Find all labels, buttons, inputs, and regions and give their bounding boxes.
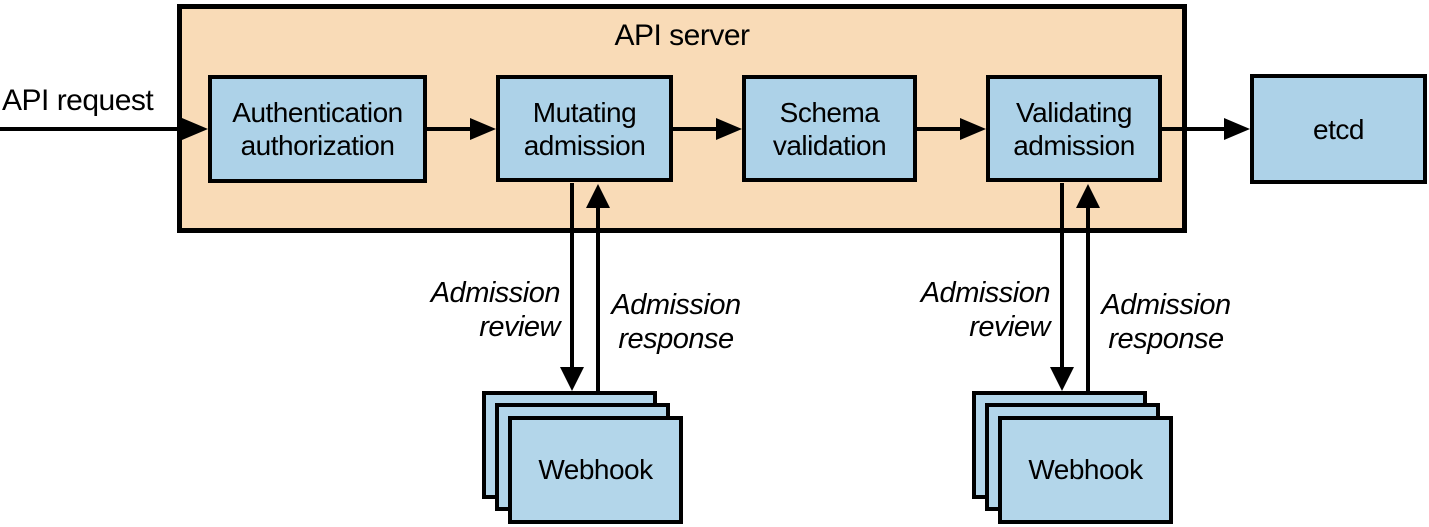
stage-box-mutating-admission: Mutating admission [496, 75, 673, 182]
api-request-arrow-head-icon [182, 118, 208, 140]
api-request-label: API request [2, 84, 154, 117]
stage-label-line2: validation [772, 129, 887, 161]
webhook-label: Webhook [1028, 454, 1143, 485]
admission-response-line2: response [618, 323, 734, 355]
admission-review-arrow-left-line [570, 183, 574, 369]
admission-review-label-left: Admission review [380, 276, 561, 344]
api-server-title: API server [614, 19, 750, 52]
admission-response-label-left: Admission response [606, 288, 746, 356]
webhook-card-front: Webhook [508, 416, 683, 524]
arrow-schema-to-validating-head-icon [960, 118, 986, 140]
stage-label-line1: Authentication [232, 97, 403, 128]
api-request-arrow-line [0, 127, 184, 131]
stage-label-line1: Mutating [532, 96, 637, 128]
admission-review-arrow-right-head-icon [1050, 367, 1074, 391]
admission-review-arrow-right-line [1060, 183, 1064, 369]
arrow-mutating-to-schema-line [673, 127, 718, 131]
stage-label-line1: Validating [1016, 96, 1132, 128]
arrow-mutating-to-schema-head-icon [716, 118, 742, 140]
admission-response-line1: Admission [611, 289, 741, 321]
admission-response-label-right: Admission response [1096, 288, 1236, 356]
admission-review-line1: Admission [920, 277, 1051, 309]
admission-response-line2: response [1108, 323, 1224, 355]
webhook-card-front: Webhook [998, 416, 1173, 524]
admission-response-line1: Admission [1101, 289, 1231, 321]
etcd-label: etcd [1313, 113, 1364, 145]
arrow-schema-to-validating-line [917, 127, 962, 131]
stage-box-validating-admission: Validating admission [986, 75, 1162, 182]
stage-box-authentication-authorization: Authentication authorization [208, 75, 427, 183]
arrow-auth-to-mutating-line [427, 127, 472, 131]
stage-label-line1: Schema [779, 96, 880, 128]
admission-review-line2: review [969, 311, 1050, 343]
admission-review-line2: review [479, 311, 560, 343]
arrow-validating-to-etcd-head-icon [1224, 118, 1250, 140]
admission-review-arrow-left-head-icon [560, 367, 584, 391]
stage-label-line2: admission [1013, 129, 1135, 161]
admission-review-line1: Admission [430, 277, 561, 309]
admission-response-arrow-right-head-icon [1076, 184, 1100, 208]
stage-label-line2: authorization [240, 130, 395, 161]
etcd-box: etcd [1250, 74, 1427, 184]
admission-review-label-right: Admission review [870, 276, 1051, 344]
admission-response-arrow-right-line [1086, 206, 1090, 391]
webhook-label: Webhook [538, 454, 653, 485]
stage-label-line2: admission [523, 129, 646, 161]
admission-response-arrow-left-head-icon [586, 184, 610, 208]
arrow-auth-to-mutating-head-icon [470, 118, 496, 140]
arrow-validating-to-etcd-line [1162, 127, 1226, 131]
admission-response-arrow-left-line [596, 206, 600, 391]
stage-box-schema-validation: Schema validation [742, 75, 917, 182]
